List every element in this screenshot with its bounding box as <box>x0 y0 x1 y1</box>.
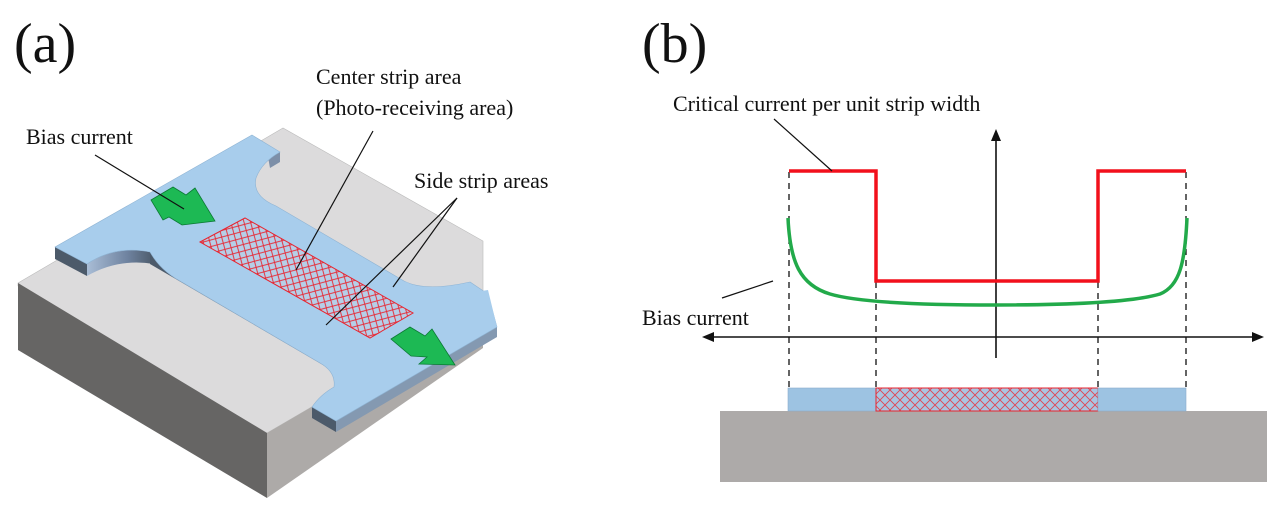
leader-center-strip <box>295 130 374 271</box>
leader-side-strip-1 <box>325 197 458 326</box>
y-axis-arrow-icon <box>991 129 1001 141</box>
bias-current-curve <box>786 217 1189 307</box>
strip-edge-right-pad <box>336 327 497 432</box>
bias-arrow-in <box>150 186 216 226</box>
label-bias-current-a: Bias current <box>26 124 133 149</box>
leader-side-strip-2 <box>392 197 458 288</box>
x-axis-arrow-right-icon <box>1252 332 1264 342</box>
projection-lines <box>788 172 1187 388</box>
panel-b: (b) Critical current per unit strip widt… <box>642 13 1267 482</box>
leader-bias-current <box>94 154 185 210</box>
cross-side-strip-right <box>1097 387 1187 412</box>
cross-side-strip-left <box>787 387 877 412</box>
label-critical-current: Critical current per unit strip width <box>673 91 980 116</box>
substrate-left-face <box>18 283 267 498</box>
panel-a-label: (a) <box>14 13 76 75</box>
label-center-strip-1: Center strip area <box>316 64 462 89</box>
leader-lines-b <box>721 118 833 299</box>
leader-critical-current <box>773 118 833 172</box>
leader-bias-current-b <box>721 280 774 299</box>
leader-lines-a <box>94 130 458 326</box>
cross-center-strip <box>875 387 1099 412</box>
strip-edge-left-curve <box>87 250 154 276</box>
label-bias-current-b: Bias current <box>642 305 749 330</box>
axes <box>702 129 1264 358</box>
strip-edge-left-pad <box>55 247 87 276</box>
strip-right-pad-top <box>404 281 497 327</box>
critical-current-curve <box>789 169 1186 283</box>
arrow-in-icon <box>150 186 216 226</box>
panel-a: (a) <box>14 13 548 498</box>
arrow-out-icon <box>390 326 456 366</box>
cross-section <box>720 387 1267 482</box>
label-side-strips: Side strip areas <box>414 168 548 193</box>
strip-edge-bottom-pad <box>312 407 336 432</box>
panel-b-label: (b) <box>642 13 707 75</box>
x-axis-arrow-left-icon <box>702 332 714 342</box>
label-center-strip-2: (Photo-receiving area) <box>316 95 513 120</box>
cross-substrate <box>720 411 1267 482</box>
bias-arrow-out <box>390 326 456 366</box>
center-strip-hatch <box>198 217 415 339</box>
